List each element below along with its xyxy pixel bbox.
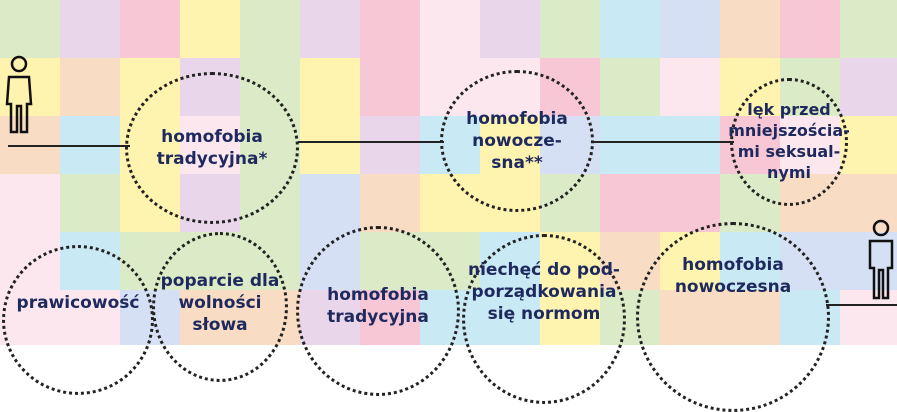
circle-label: niechęć do pod- porządkowania się normom [467,259,620,325]
background-tile [600,58,661,117]
circle-label: homofobia tradycyjna* [156,126,268,169]
circle-poparcie-dla-wolnosci-slowa: poparcie dla wolności słowa [152,232,288,382]
background-tile [60,0,121,59]
background-tile [300,58,361,117]
background-tile [360,0,421,59]
background-tile [840,58,897,117]
background-tile [600,174,661,233]
background-tile [420,0,481,59]
top-connector-line-3 [592,141,734,143]
circle-lek-przed-mniejszosciami: lęk przed mniejszościa- mi seksual- nymi [728,78,850,206]
background-tile [360,58,421,117]
circle-label: poparcie dla wolności słowa [160,270,280,336]
background-tile [660,174,721,233]
person-icon-right [868,219,894,300]
background-tile [60,58,121,117]
top-connector-line-2 [298,141,444,143]
background-tile [0,0,61,59]
background-tile [600,0,661,59]
background-tile [120,0,181,59]
background-tile [780,0,841,59]
background-tile [60,174,121,233]
background-tile [720,0,781,59]
circle-homofobia-tradycyjna-top: homofobia tradycyjna* [125,72,299,224]
background-tile [360,116,421,175]
background-tile [840,0,897,59]
background-tile [660,116,721,175]
circle-homofobia-tradycyjna-bottom: homofobia tradycyjna [296,226,460,396]
person-icon-left [5,55,33,134]
background-tile [600,116,661,175]
background-tile [540,0,601,59]
circle-label: homofobia tradycyjna [327,284,429,327]
background-tile [480,0,541,59]
circle-label: homofobia nowocze- sna** [466,108,568,174]
background-tile [840,116,897,175]
circle-homofobia-nowoczesna-bottom: homofobia nowoczesna [636,222,830,412]
circle-niechec-do-podporzadkowania: niechęć do pod- porządkowania się normom [462,234,626,404]
background-tile [660,0,721,59]
background-tile [300,174,361,233]
background-tile [300,116,361,175]
bottom-connector-line [826,304,897,306]
circle-prawicowosc: prawicowość [2,245,154,395]
background-tile [240,0,301,59]
circle-label: lęk przed mniejszościa- mi seksual- nymi [728,100,850,182]
circle-label: homofobia nowoczesna [674,254,792,297]
background-tile [360,174,421,233]
top-connector-line-1 [8,145,130,147]
circle-homofobia-nowoczesna-top: homofobia nowocze- sna** [440,70,594,212]
background-tile [660,58,721,117]
background-tile [180,0,241,59]
background-tile [300,0,361,59]
circle-label: prawicowość [16,292,140,313]
background-tile [0,174,61,233]
